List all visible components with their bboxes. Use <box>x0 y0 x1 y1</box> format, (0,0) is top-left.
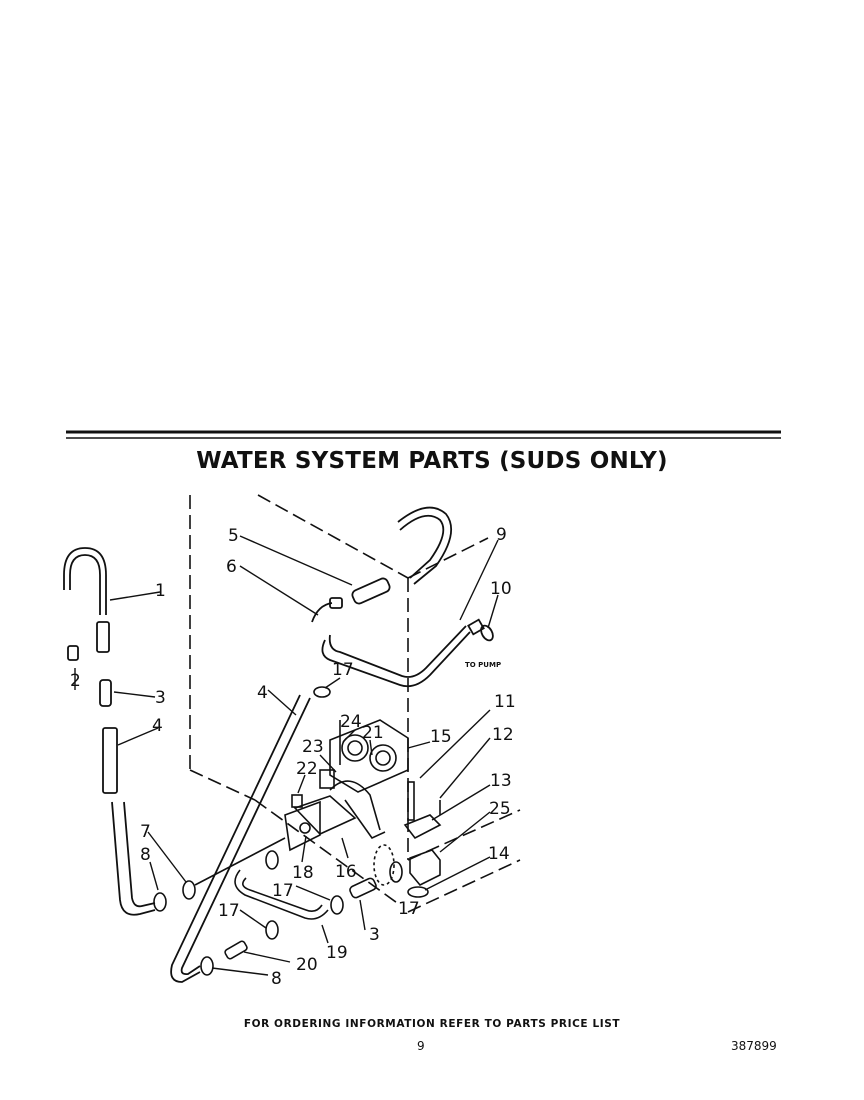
diagonal-hose <box>170 694 311 983</box>
header-rule <box>66 430 781 439</box>
callout-13: 13 <box>490 771 512 791</box>
callout-3b: 3 <box>369 925 380 945</box>
callout-17d: 17 <box>218 901 240 921</box>
callout-15: 15 <box>430 727 452 747</box>
callout-20: 20 <box>296 955 318 975</box>
page-number: 9 <box>417 1039 425 1053</box>
callout-24: 24 <box>340 712 362 732</box>
callout-4b: 4 <box>257 683 268 703</box>
callout-7: 7 <box>140 822 151 842</box>
hoses-5-6 <box>311 577 391 623</box>
document-number: 387899 <box>731 1039 777 1053</box>
callout-17b: 17 <box>398 899 420 919</box>
callout-16: 16 <box>335 862 357 882</box>
callout-6: 6 <box>226 557 237 577</box>
callout-8b: 8 <box>271 969 282 989</box>
page-title: WATER SYSTEM PARTS (SUDS ONLY) <box>196 448 668 474</box>
callout-2: 2 <box>70 671 81 691</box>
callout-19: 19 <box>326 943 348 963</box>
callout-1: 1 <box>155 581 166 601</box>
left-hose-assembly <box>63 547 156 916</box>
callout-9: 9 <box>496 525 507 545</box>
leader-lines <box>74 535 499 976</box>
callout-17c: 17 <box>272 881 294 901</box>
cabinet-outline <box>189 494 521 913</box>
lower-hoses <box>153 837 344 976</box>
callout-3a: 3 <box>155 688 166 708</box>
callout-25: 25 <box>489 799 511 819</box>
to-pump-label: TO PUMP <box>465 661 501 669</box>
callout-18: 18 <box>292 863 314 883</box>
callout-14: 14 <box>488 844 510 864</box>
pump-hose <box>321 506 494 688</box>
callout-22: 22 <box>296 759 318 779</box>
valve-assembly <box>284 686 409 852</box>
callout-17a: 17 <box>332 660 354 680</box>
right-side-parts <box>349 781 442 899</box>
ordering-note: FOR ORDERING INFORMATION REFER TO PARTS … <box>243 1018 621 1030</box>
callout-5: 5 <box>228 526 239 546</box>
callout-12: 12 <box>492 725 514 745</box>
callout-10: 10 <box>490 579 512 599</box>
callout-8a: 8 <box>140 845 151 865</box>
callout-11: 11 <box>494 692 516 712</box>
callout-labels: 1 2 3 4 5 6 7 8 9 10 17 4 24 21 15 11 12… <box>70 525 516 989</box>
callout-4a: 4 <box>152 716 163 736</box>
callout-21: 21 <box>362 723 384 743</box>
callout-23: 23 <box>302 737 324 757</box>
